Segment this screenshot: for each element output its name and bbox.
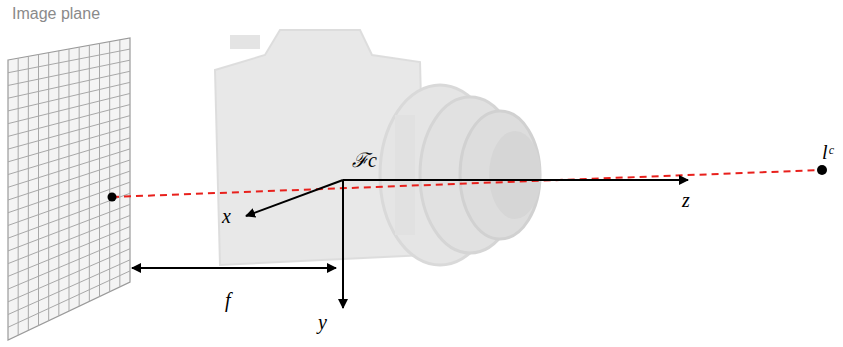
point-label: lᶜ — [822, 142, 833, 162]
dimension-label: f — [225, 290, 231, 310]
axis-label: x — [222, 206, 231, 226]
axis-label: y — [318, 312, 327, 332]
camera-ghost — [215, 30, 541, 265]
focal-dimension — [132, 267, 336, 269]
frame-label: ℱc — [352, 150, 377, 170]
world-point — [817, 165, 827, 175]
axis-label: z — [682, 190, 690, 210]
plane-title: Image plane — [12, 6, 100, 22]
z-axis — [343, 179, 688, 181]
x-axis — [246, 180, 343, 216]
image-plane-grid — [8, 38, 130, 340]
projection-ray — [112, 170, 822, 197]
image-point — [108, 193, 117, 202]
y-axis — [342, 180, 344, 308]
